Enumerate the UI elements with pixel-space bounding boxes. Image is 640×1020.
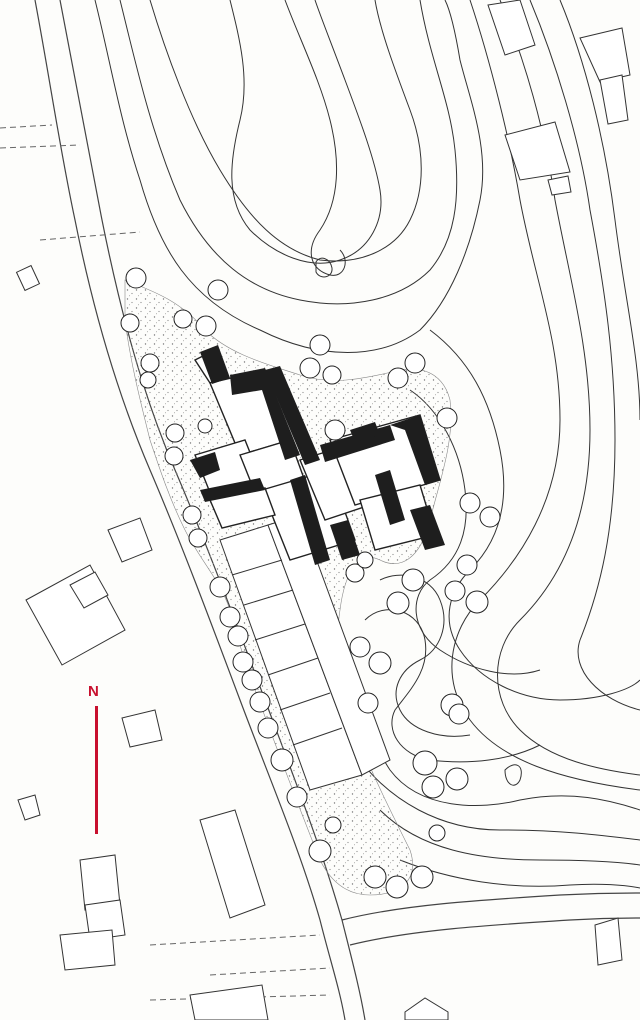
trees <box>120 267 501 899</box>
building-shadows <box>190 345 445 565</box>
contour-lines <box>94 0 640 889</box>
neighbouring-buildings <box>15 0 631 1020</box>
north-label: N <box>88 683 99 700</box>
north-arrow-icon <box>95 706 98 834</box>
parking-lot <box>219 514 391 791</box>
